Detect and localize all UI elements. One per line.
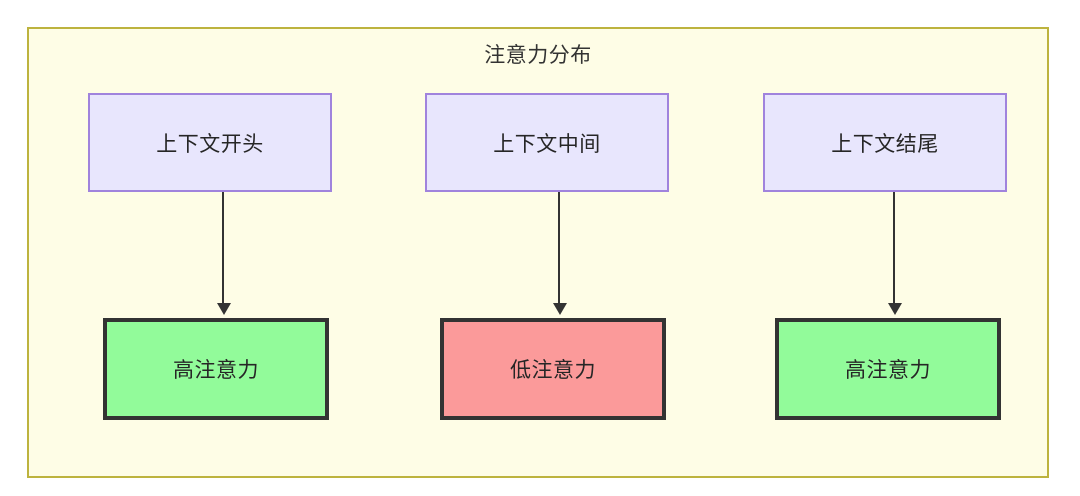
node-context-middle[interactable]: 上下文中间 [425, 93, 669, 192]
edge-line [558, 192, 560, 305]
node-context-start[interactable]: 上下文开头 [88, 93, 332, 192]
node-high-attention-start-label: 高注意力 [173, 359, 259, 382]
node-high-attention-start[interactable]: 高注意力 [103, 318, 329, 420]
edge-line [222, 192, 224, 305]
edge-context-middle-to-low-attention [552, 192, 567, 317]
arrowhead-icon [888, 303, 902, 315]
node-context-middle-label: 上下文中间 [493, 132, 601, 156]
attention-distribution-subgraph: 注意力分布 上下文开头 高注意力 上下文中间 低注意力 上下文结尾 [27, 27, 1049, 478]
subgraph-title: 注意力分布 [484, 44, 592, 67]
arrowhead-icon [553, 303, 567, 315]
edge-line [893, 192, 895, 305]
node-context-end[interactable]: 上下文结尾 [763, 93, 1007, 192]
node-low-attention-middle-label: 低注意力 [510, 359, 596, 382]
node-high-attention-end[interactable]: 高注意力 [775, 318, 1001, 420]
edge-context-start-to-high-attention [216, 192, 231, 317]
node-high-attention-end-label: 高注意力 [845, 359, 931, 382]
node-low-attention-middle[interactable]: 低注意力 [440, 318, 666, 420]
node-context-start-label: 上下文开头 [156, 132, 264, 156]
edge-context-end-to-high-attention [887, 192, 902, 317]
arrowhead-icon [217, 303, 231, 315]
node-context-end-label: 上下文结尾 [831, 132, 939, 156]
